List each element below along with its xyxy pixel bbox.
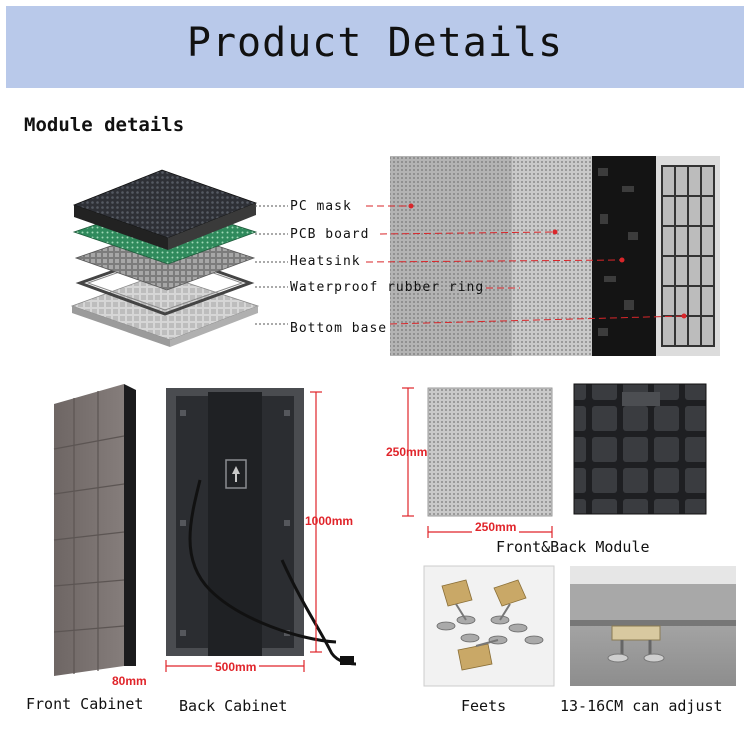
leader-lines <box>255 205 288 325</box>
page-title: Product Details <box>186 20 564 66</box>
layer-label-pc-mask: PC mask <box>290 199 352 214</box>
exploded-module-diagram <box>70 169 260 347</box>
module-width-label: 250mm <box>472 520 520 534</box>
front-cabinet-illustration <box>53 384 136 676</box>
cabinet-width-label: 500mm <box>212 660 260 674</box>
layer-label-waterproof-ring: Waterproof rubber ring <box>290 280 485 295</box>
module-back-image <box>573 383 707 515</box>
header-banner <box>6 6 744 88</box>
back-cabinet-caption: Back Cabinet <box>179 697 288 715</box>
red-leaders <box>365 205 685 325</box>
module-front-image <box>427 387 553 517</box>
feets-caption: Feets <box>461 697 507 715</box>
module-details-heading: Module details <box>24 114 185 136</box>
module-layers-photo <box>390 156 720 356</box>
feets-image <box>423 565 555 687</box>
layer-label-heatsink: Heatsink <box>290 254 361 269</box>
cabinet-height-label: 1000mm <box>305 514 354 528</box>
cabinet-depth-label: 80mm <box>112 674 147 688</box>
layer-label-pcb-board: PCB board <box>290 227 370 242</box>
adjustable-feet-image <box>570 566 736 686</box>
front-cabinet-caption: Front Cabinet <box>26 695 144 713</box>
adjust-caption: 13-16CM can adjust <box>560 697 723 715</box>
module-height-label: 250mm <box>386 445 428 459</box>
front-back-module-caption: Front&Back Module <box>496 538 650 556</box>
back-cabinet-illustration <box>166 388 357 666</box>
layer-label-bottom-base: Bottom base <box>290 321 388 336</box>
